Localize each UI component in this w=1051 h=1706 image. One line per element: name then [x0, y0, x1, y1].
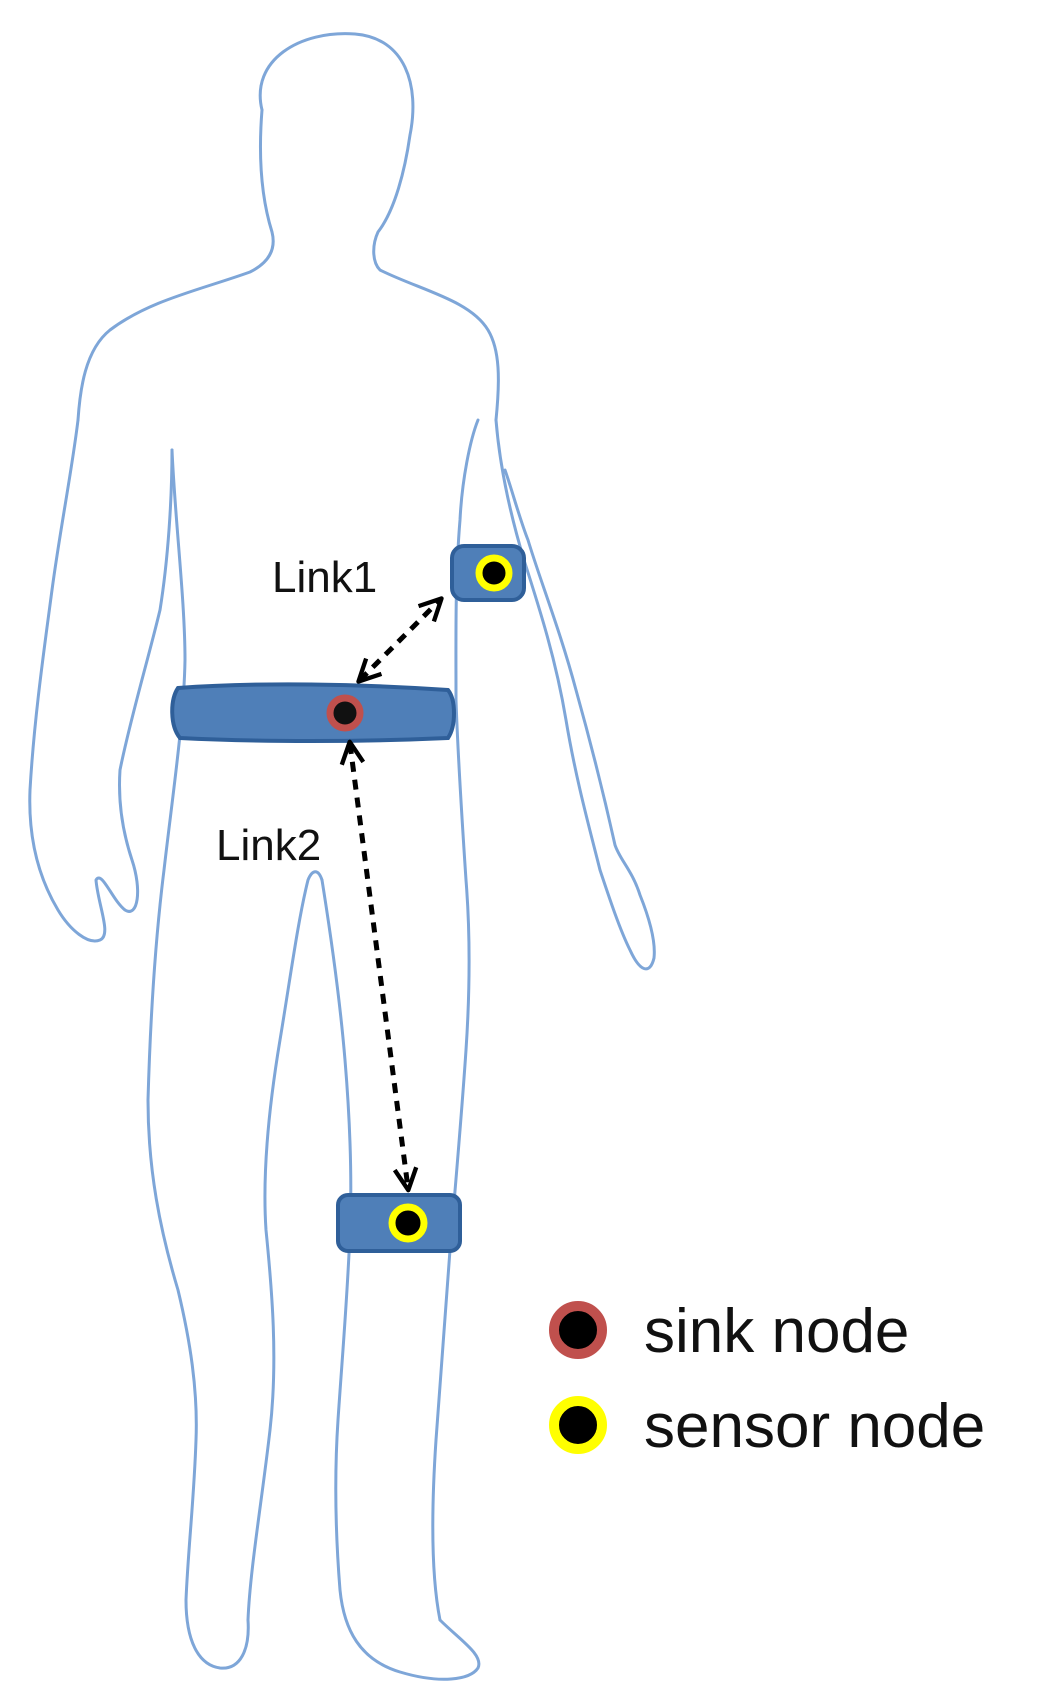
legend-item-sink-node: sink node: [549, 1297, 909, 1366]
legend-item-sensor-node: sensor node: [549, 1392, 985, 1461]
left-arm-outline: [28, 418, 174, 943]
link1-arrow: [356, 596, 444, 684]
link1-label: Link1: [272, 553, 377, 602]
left-leg-inner-outline: [246, 870, 324, 1622]
legend: sink node sensor node: [549, 1297, 985, 1461]
legend-sensor-node-icon: [549, 1396, 607, 1454]
right-leg-outer-outline: [431, 698, 471, 1622]
legend-sensor-node-label: sensor node: [644, 1392, 985, 1461]
legend-sink-node-icon: [549, 1301, 607, 1359]
head-outline: [258, 32, 500, 422]
sink-node-waist: [326, 694, 364, 732]
right-arm-outline: [494, 418, 656, 971]
left-torso-leg-outline: [146, 448, 250, 1670]
link2-label: Link2: [216, 821, 321, 870]
link2-arrow: [339, 739, 419, 1193]
legend-sink-node-label: sink node: [644, 1297, 909, 1366]
right-torso-outline: [454, 418, 480, 702]
waist-belt: [170, 682, 456, 743]
sensor-node-arm: [475, 554, 513, 592]
nodes: [326, 554, 513, 1243]
link-arrows: [339, 596, 444, 1193]
neck-left-outline: [76, 108, 275, 422]
sensor-node-knee: [388, 1203, 428, 1243]
node-straps: [170, 544, 526, 1253]
right-leg-inner-outline: [320, 878, 481, 1681]
